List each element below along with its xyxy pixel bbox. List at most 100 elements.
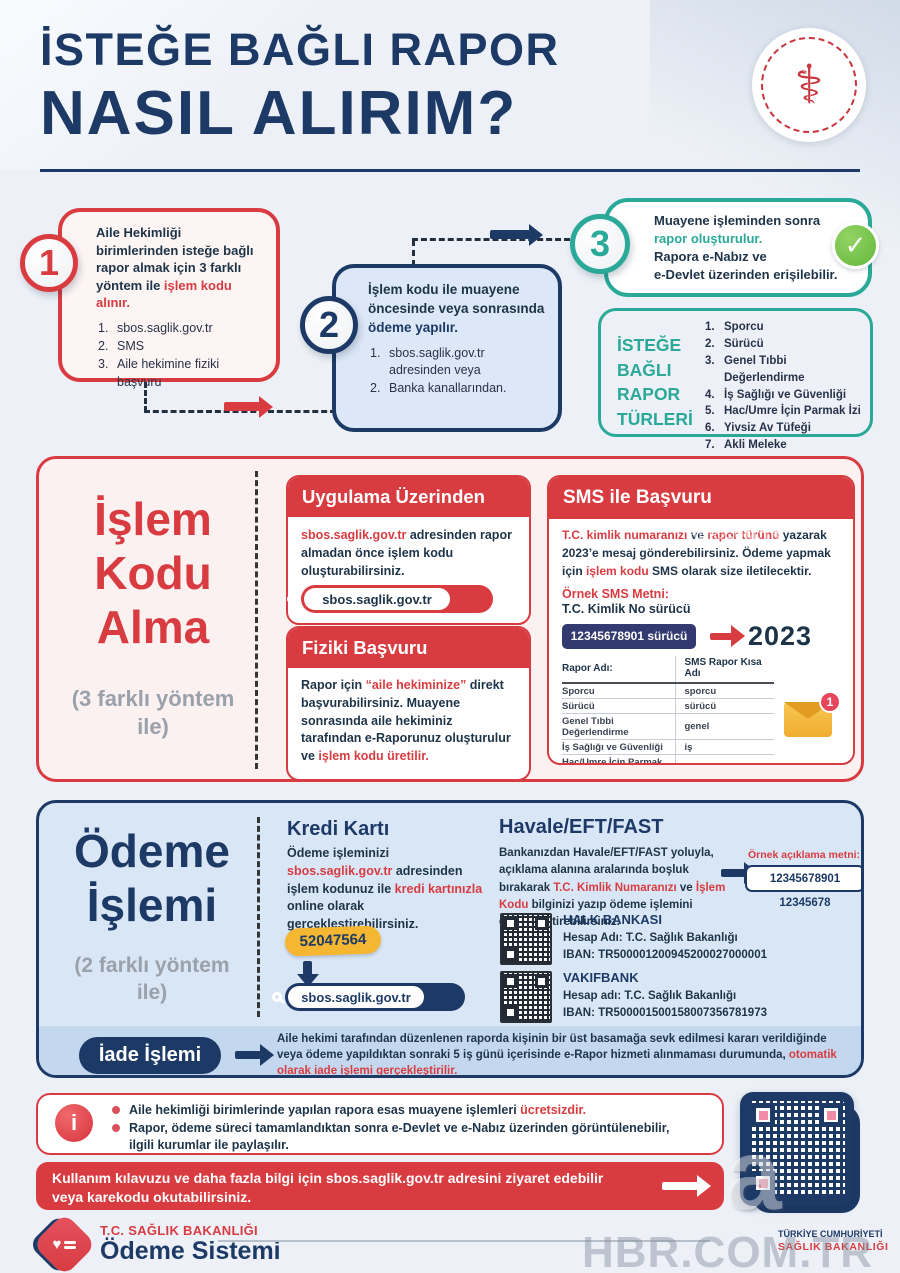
- kredi-text: Ödeme işleminizi sbos.saglik.gov.tr adre…: [287, 846, 483, 931]
- uygulama-text: sbos.saglik.gov.tr adresinden rapor alma…: [301, 528, 512, 579]
- report-types-title: İSTEĞE BAĞLI RAPOR TÜRLERİ: [617, 335, 693, 429]
- uygulama-header: Uygulama Üzerinden: [288, 477, 529, 517]
- connector-step1-vertical: [144, 382, 147, 412]
- caduceus-icon: ⚕: [794, 55, 824, 115]
- step1-box: Aile Hekimliği birimlerinden isteğe bağl…: [58, 208, 280, 389]
- banner-url: sbos.saglik.gov.tr: [325, 1170, 444, 1186]
- background-photo-top-left: [0, 0, 320, 170]
- havale-highlight1: T.C. Kimlik Numaranızı: [553, 881, 677, 894]
- main-qr-code[interactable]: [740, 1092, 854, 1206]
- fiziki-text: Rapor için “aile hekiminize” direkt başv…: [301, 678, 511, 763]
- step3-text: Muayene işleminden sonra rapor oluşturul…: [654, 213, 838, 282]
- qr-pattern: [749, 1101, 845, 1197]
- report-type-item: Yivsiz Av Tüfeği: [705, 420, 811, 437]
- kredi-header: Kredi Kartı: [287, 818, 390, 840]
- vakifbank-qr-code[interactable]: [500, 971, 552, 1023]
- halkbank-qr-code[interactable]: [500, 913, 552, 965]
- step1-to-step2-arrow-icon: [224, 402, 260, 411]
- sms-highlight1: T.C. kimlik numaranızı: [562, 528, 688, 542]
- logo-bar: [64, 1245, 77, 1249]
- report-type-item: Sporcu: [705, 319, 764, 336]
- kredi-search-bar[interactable]: sbos.saglik.gov.tr: [272, 983, 465, 1011]
- report-types-box: İSTEĞE BAĞLI RAPOR TÜRLERİ Sporcu Sürücü…: [598, 308, 873, 454]
- ornek-aciklama-box: 12345678901 12345678: [745, 865, 861, 909]
- ornek-sms-label: Örnek SMS Metni:: [562, 587, 669, 602]
- table-header: Rapor Adı:: [562, 656, 676, 685]
- sms-arrow-icon: [710, 632, 732, 640]
- sms-highlight3: işlem kodu: [586, 563, 649, 578]
- step3-number-badge: 3: [570, 214, 630, 274]
- kredi-highlight1: sbos.saglik.gov.tr: [287, 863, 393, 878]
- islem-kodu-title: İşlem Kodu Alma: [94, 493, 212, 653]
- usage-banner: Kullanım kılavuzu ve daha fazla bilgi iç…: [36, 1162, 724, 1210]
- check-icon: ✓: [832, 222, 879, 269]
- bullet-dot: [112, 1124, 120, 1133]
- sms-card: SMS ile Başvuru T.C. kimlik numaranızı v…: [547, 475, 855, 765]
- sms-short-code: 2023: [748, 620, 813, 651]
- table-header: SMS Rapor Kısa Adı: [675, 656, 774, 685]
- iade-highlight: otomatik olarak iade işlemi gerçekleştir…: [277, 1049, 837, 1078]
- search-url-text: sbos.saglik.gov.tr: [304, 588, 450, 610]
- banner-text: Kullanım kılavuzu ve daha fazla bilgi iç…: [52, 1170, 604, 1205]
- search-icon: [287, 594, 297, 604]
- envelope-icon: 1: [784, 691, 841, 737]
- notification-badge: 1: [819, 691, 841, 713]
- page-title-line1: İSTEĞE BAĞLI RAPOR: [40, 24, 560, 75]
- uygulama-link: sbos.saglik.gov.tr: [301, 528, 407, 542]
- footer-ministry-line2: SAĞLIK BAKANLIĞI: [778, 1241, 889, 1253]
- connector-step2-vertical: [412, 240, 415, 266]
- step2-number-badge: 2: [300, 296, 358, 354]
- fiziki-header: Fiziki Başvuru: [288, 628, 529, 668]
- islem-kodu-subtitle: (3 farklı yöntem ile): [71, 686, 235, 740]
- info-bullet-2: Rapor, ödeme süreci tamamlandıktan sonra…: [112, 1120, 708, 1153]
- step2-item: Banka kanallarından.: [370, 380, 507, 397]
- step2-to-step3-arrow-icon: [490, 230, 530, 239]
- step1-item: SMS: [98, 337, 145, 355]
- down-arrow-icon: [303, 961, 312, 975]
- havale-highlight2: İşlem Kodu: [499, 881, 726, 911]
- fiziki-card: Fiziki Başvuru Rapor için “aile hekimini…: [286, 626, 531, 781]
- bullet-dot: [112, 1106, 120, 1114]
- footer-brand-top: T.C. SAĞLIK BAKANLIĞI: [100, 1223, 258, 1238]
- bank-account: Hesap adı: T.C. Sağlık Bakanlığı: [563, 989, 737, 1002]
- section-separator: [257, 817, 260, 1017]
- iade-arrow-icon: [235, 1051, 261, 1059]
- report-type-item: Sürücü: [705, 336, 764, 353]
- step2-highlight: ödeme yapılır.: [368, 319, 459, 335]
- odeme-title: Ödeme İşlemi: [74, 825, 230, 931]
- connector-step1-horizontal: [144, 410, 336, 413]
- odeme-sistemi-logo: ♥: [32, 1212, 97, 1273]
- step1-number-badge: 1: [20, 234, 78, 292]
- sms-message-pill: 12345678901 sürücü: [562, 623, 696, 649]
- banner-arrow-icon: [662, 1182, 698, 1190]
- uygulama-search-bar[interactable]: sbos.saglik.gov.tr: [287, 585, 493, 613]
- search-icon: [272, 992, 282, 1002]
- bank-name: VAKIFBANK: [563, 970, 639, 985]
- page-title-line2: NASIL ALIRIM?: [40, 79, 518, 148]
- step3-highlight: rapor oluşturulur.: [654, 230, 763, 246]
- ministry-logo: ⚕: [752, 28, 866, 142]
- info-highlight: ücretsizdir.: [520, 1103, 587, 1117]
- step2-box: İşlem kodu ile muayene öncesinde veya so…: [332, 264, 562, 432]
- connector-step2-horizontal: [412, 238, 570, 241]
- sms-header: SMS ile Başvuru: [549, 477, 853, 519]
- step2-item: sbos.saglik.gov.tr adresinden veya: [370, 345, 485, 378]
- halkbank-info: HALK BANKASI Hesap Adı: T.C. Sağlık Baka…: [563, 911, 767, 963]
- odeme-section: Ödeme İşlemi (2 farklı yöntem ile) Kredi…: [36, 800, 864, 1078]
- report-type-item: İş Sağlığı ve Güvenliği: [705, 387, 847, 404]
- havale-arrow-icon: [721, 869, 745, 877]
- sms-highlight2: rapor türünü: [707, 528, 780, 542]
- report-type-item: Hac/Umre İçin Parmak İzi: [705, 403, 861, 420]
- vakifbank-info: VAKIFBANK Hesap adı: T.C. Sağlık Bakanlı…: [563, 969, 767, 1021]
- step1-item: Aile hekimine fiziki başvuru: [98, 355, 220, 390]
- bank-iban: IBAN: TR500001200945200027000001: [563, 948, 767, 961]
- step2-text: İşlem kodu ile muayene öncesinde veya so…: [368, 282, 545, 335]
- report-type-item: Genel Tıbbi Değerlendirme: [705, 353, 805, 384]
- info-box: i Aile hekimliği birimlerinde yapılan ra…: [36, 1093, 724, 1155]
- ornek-aciklama-label: Örnek açıklama metni:: [747, 849, 861, 861]
- logo-bar: [64, 1240, 77, 1244]
